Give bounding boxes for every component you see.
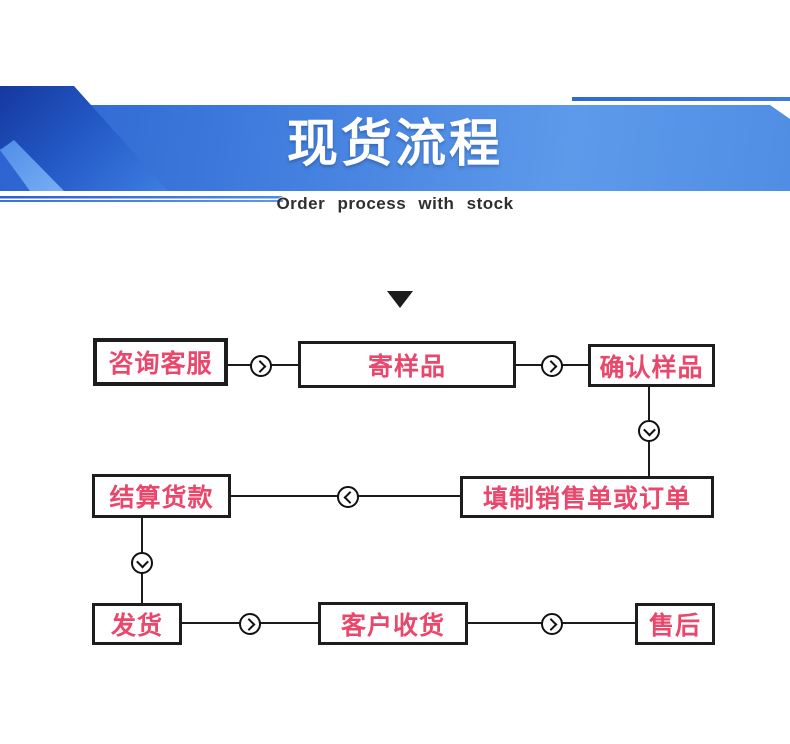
node-after-sales: 售后: [635, 603, 715, 645]
node-confirm-sample: 确认样品: [588, 344, 715, 387]
node-consult-service: 咨询客服: [93, 338, 228, 386]
node-ship-goods: 发货: [92, 603, 182, 645]
page-subtitle: Order process with stock: [276, 194, 514, 213]
arrow-right-circle-icon: [250, 355, 272, 377]
arrow-right-circle-icon: [541, 613, 563, 635]
node-send-sample: 寄样品: [298, 341, 516, 388]
down-triangle-icon: [387, 291, 413, 308]
banner-underline-bottom: [0, 200, 283, 202]
arrow-right-circle-icon: [239, 613, 261, 635]
arrow-right-circle-icon: [541, 355, 563, 377]
node-customer-receive: 客户收货: [318, 602, 468, 645]
arrow-down-circle-icon: [131, 552, 153, 574]
arrow-left-circle-icon: [337, 486, 359, 508]
banner-underline-top: [0, 196, 283, 199]
arrow-down-circle-icon: [638, 420, 660, 442]
banner-top-right-line: [572, 97, 790, 101]
node-settle-payment: 结算货款: [92, 474, 231, 518]
node-fill-sales-order: 填制销售单或订单: [460, 476, 714, 518]
page-title: 现货流程: [286, 115, 503, 172]
